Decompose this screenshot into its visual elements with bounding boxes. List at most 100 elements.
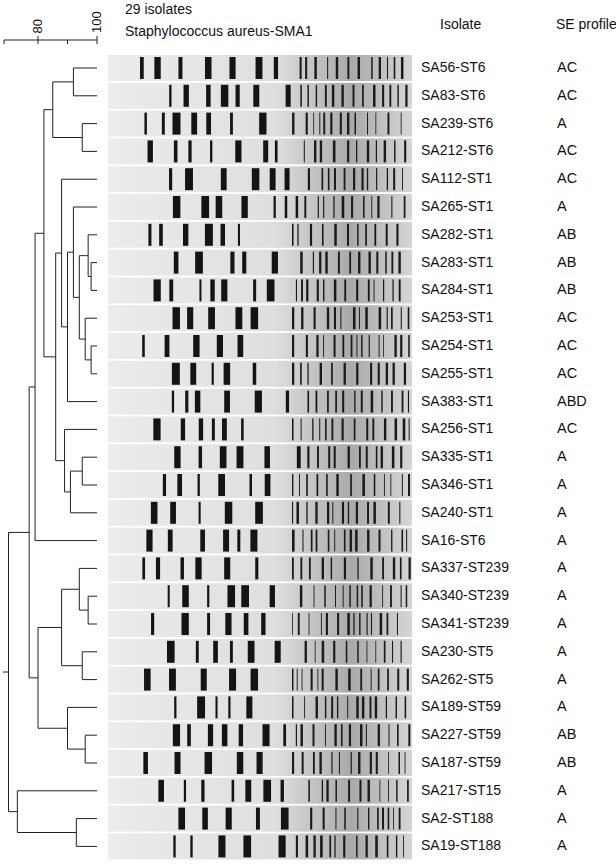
gel-band bbox=[376, 752, 378, 774]
gel-band bbox=[248, 641, 255, 663]
tree-branch bbox=[44, 356, 56, 357]
gel-band bbox=[143, 752, 148, 774]
gel-band bbox=[334, 168, 336, 190]
gel-band bbox=[185, 391, 188, 413]
tree-branch bbox=[17, 832, 76, 833]
se-profile: AB bbox=[557, 282, 576, 298]
gel-band bbox=[366, 418, 368, 440]
gel-band bbox=[311, 669, 313, 691]
se-profile: AC bbox=[557, 143, 577, 159]
gel-band bbox=[334, 307, 336, 329]
gel-band bbox=[201, 196, 209, 218]
gel-band bbox=[406, 530, 407, 552]
gel-band bbox=[399, 279, 401, 301]
se-profile: AC bbox=[557, 338, 577, 354]
gel-band bbox=[313, 835, 315, 857]
column-header: SE profile bbox=[556, 17, 616, 32]
gel-band bbox=[173, 196, 180, 218]
gel-band bbox=[334, 835, 335, 857]
gel-band bbox=[351, 752, 352, 774]
gel-band bbox=[256, 808, 260, 830]
gel-band bbox=[376, 168, 377, 190]
gel-lane bbox=[108, 55, 412, 81]
gel-band bbox=[391, 391, 393, 413]
se-profile: A bbox=[557, 449, 567, 465]
scale-number: 100 bbox=[90, 11, 104, 33]
gel-band bbox=[237, 530, 240, 552]
gel-band bbox=[348, 446, 350, 468]
gel-band bbox=[182, 613, 189, 635]
gel-band bbox=[397, 613, 398, 635]
gel-band bbox=[308, 780, 310, 802]
gel-band bbox=[382, 557, 384, 579]
gel-band bbox=[383, 474, 385, 496]
gel-band bbox=[358, 307, 360, 329]
gel-band bbox=[148, 140, 153, 162]
tree-branch bbox=[70, 512, 97, 513]
gel-band bbox=[241, 585, 249, 607]
gel-lane bbox=[108, 222, 412, 248]
gel-band bbox=[224, 557, 230, 579]
gel-band bbox=[357, 557, 358, 579]
gel-band bbox=[378, 363, 380, 385]
gel-band bbox=[401, 585, 402, 607]
tree-branch bbox=[29, 386, 35, 387]
gel-band bbox=[255, 557, 258, 579]
gel-band bbox=[361, 168, 363, 190]
gel-lane bbox=[108, 667, 412, 693]
gel-band bbox=[368, 279, 370, 301]
gel-band bbox=[400, 557, 402, 579]
gel-band bbox=[237, 752, 243, 774]
gel-band bbox=[202, 808, 208, 830]
gel-band bbox=[353, 168, 355, 190]
tree-branch bbox=[73, 297, 79, 298]
tree-branch bbox=[35, 540, 97, 541]
gel-band bbox=[172, 391, 174, 413]
gel-band bbox=[304, 696, 306, 718]
gel-band bbox=[384, 418, 386, 440]
gel-band bbox=[362, 85, 364, 107]
gel-band bbox=[386, 363, 388, 385]
gel-band bbox=[334, 224, 337, 246]
gel-band bbox=[394, 57, 396, 79]
gel-band bbox=[300, 724, 302, 746]
se-profile: A bbox=[557, 533, 567, 549]
gel-band bbox=[230, 113, 233, 135]
gel-band bbox=[199, 279, 201, 301]
gel-band bbox=[308, 613, 310, 635]
tree-branch bbox=[68, 749, 86, 750]
gel-band bbox=[349, 724, 351, 746]
gel-band bbox=[307, 446, 309, 468]
gel-band bbox=[409, 557, 411, 579]
gel-band bbox=[185, 168, 193, 190]
gel-band bbox=[388, 502, 390, 524]
gel-band bbox=[327, 307, 329, 329]
gel-band bbox=[172, 113, 180, 135]
isolate-name: SA337-ST239 bbox=[421, 560, 509, 575]
gel-lane bbox=[108, 806, 412, 832]
gel-band bbox=[320, 363, 322, 385]
gel-band bbox=[367, 530, 369, 552]
tree-branch bbox=[65, 429, 97, 430]
figure-heading: Staphylococcus aureus-SMA1 bbox=[125, 24, 313, 39]
gel-band bbox=[300, 363, 302, 385]
tree-branch bbox=[73, 68, 97, 69]
gel-band bbox=[230, 641, 233, 663]
tree-branch bbox=[91, 346, 97, 347]
gel-band bbox=[285, 168, 290, 190]
gel-band bbox=[170, 502, 176, 524]
gel-band bbox=[259, 113, 266, 135]
gel-band bbox=[332, 85, 334, 107]
gel-band bbox=[222, 724, 227, 746]
isolate-name: SA383-ST1 bbox=[421, 394, 493, 409]
gel-band bbox=[167, 641, 175, 663]
gel-band bbox=[220, 446, 227, 468]
gel-band bbox=[142, 557, 145, 579]
gel-band bbox=[374, 224, 376, 246]
gel-lane bbox=[108, 111, 412, 137]
isolate-name: SA56-ST6 bbox=[421, 60, 486, 75]
isolate-name: SA187-ST59 bbox=[421, 755, 501, 770]
gel-band bbox=[386, 696, 387, 718]
isolate-name: SA262-ST5 bbox=[421, 672, 493, 687]
gel-band bbox=[367, 140, 369, 162]
